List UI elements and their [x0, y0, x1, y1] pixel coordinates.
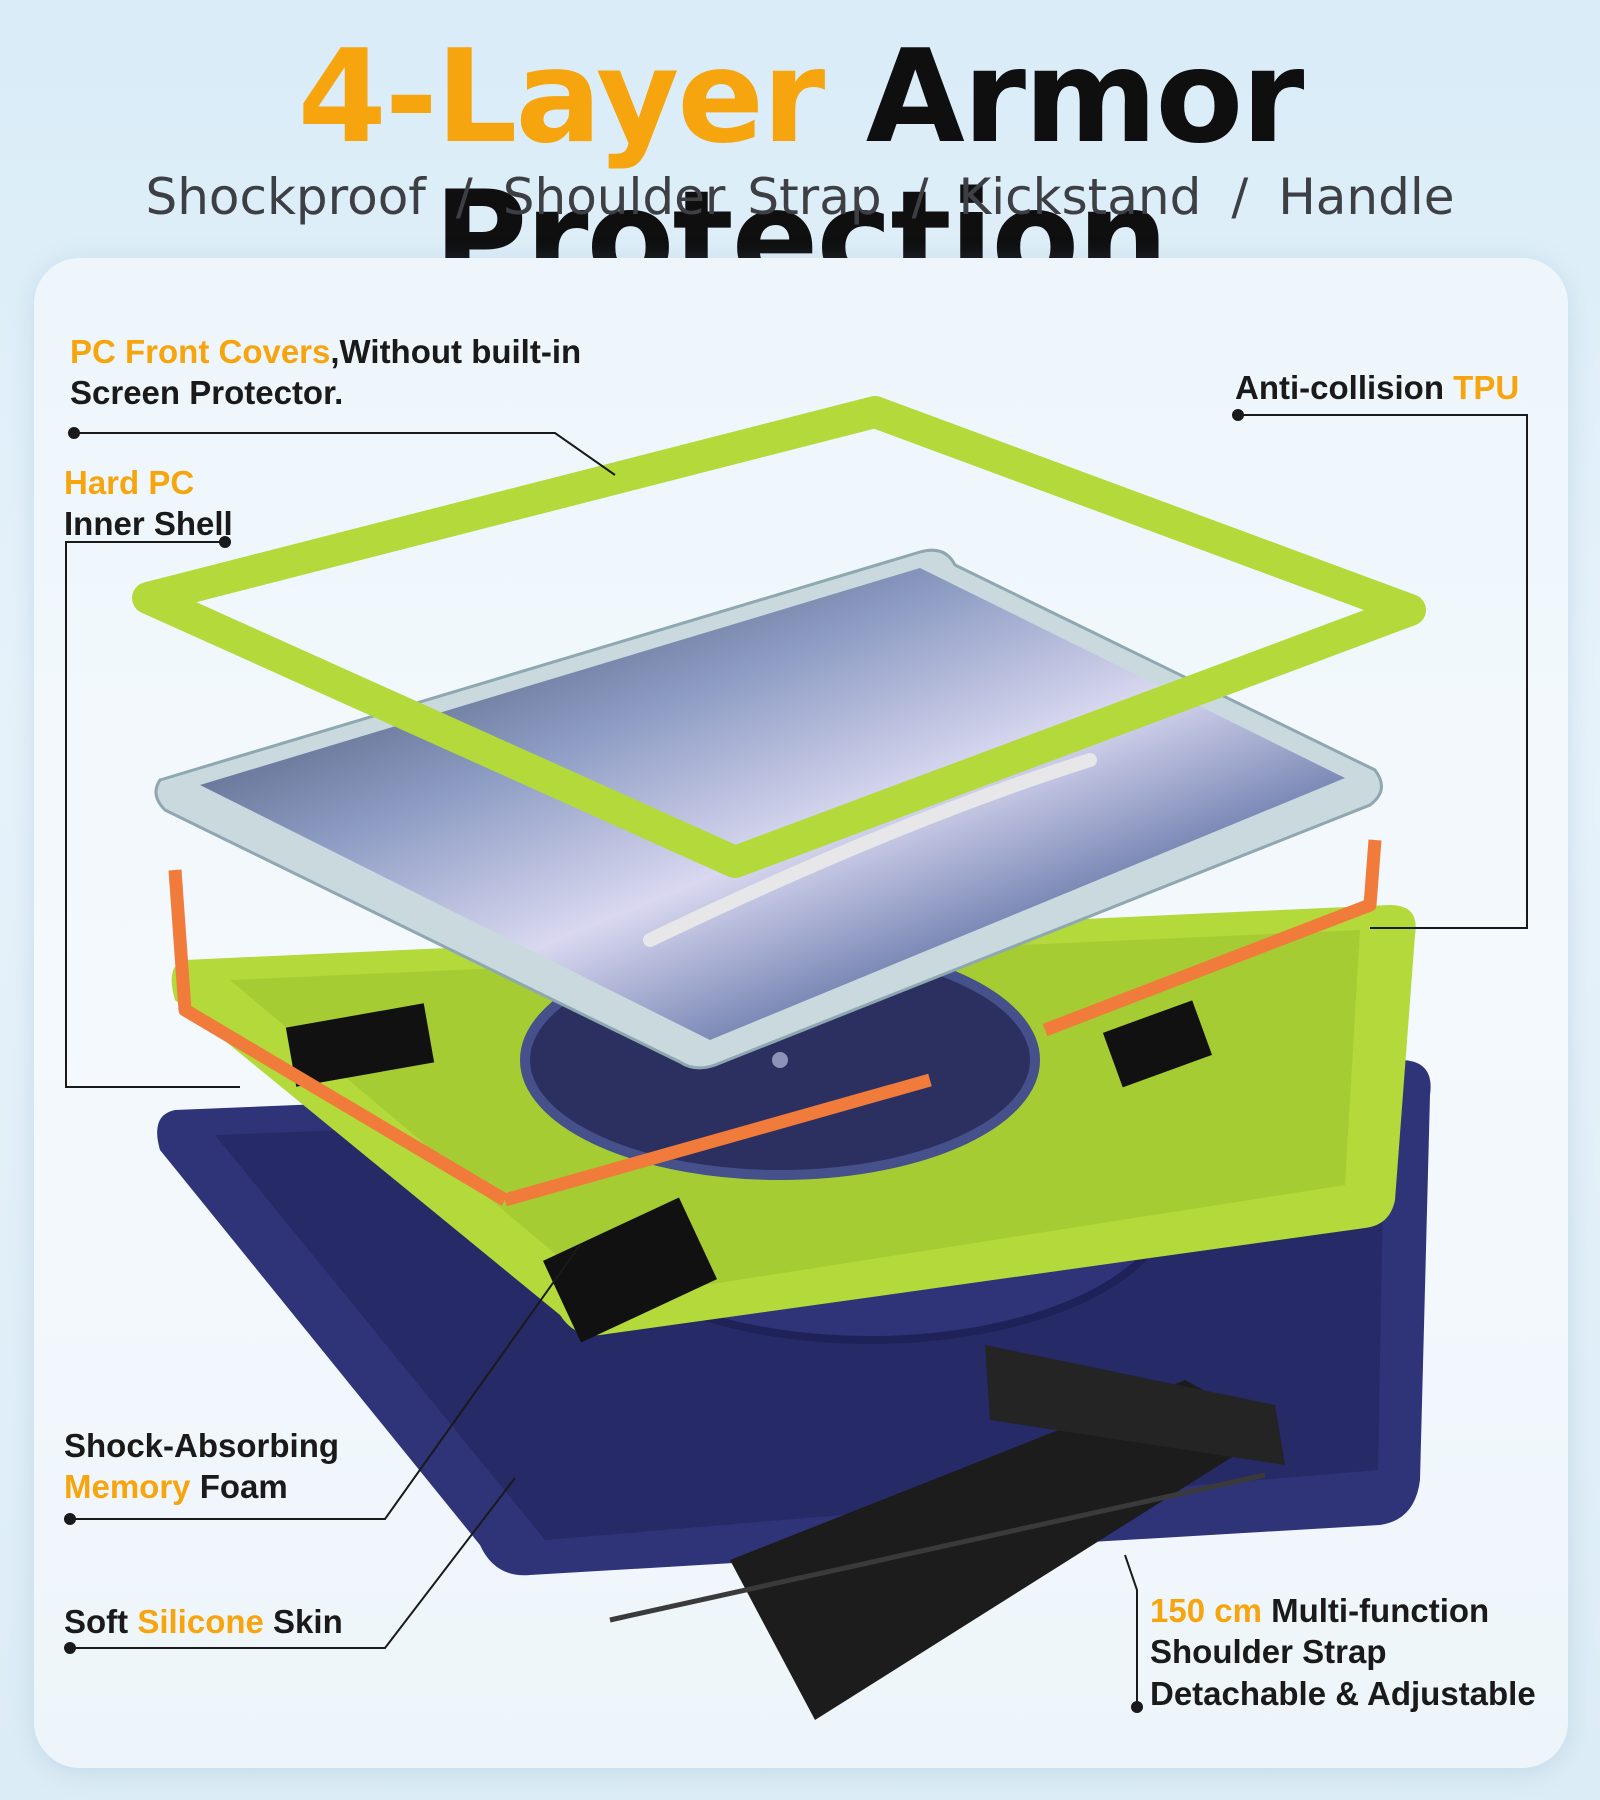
feature-list: Shockproof / Shoulder Strap / Kickstand / Hand… [0, 168, 1600, 226]
feature-shoulder-strap: Shoulder Strap [502, 168, 882, 226]
callout-silicone-post: Skin [263, 1603, 343, 1640]
callout-inner-shell: Hard PC Inner Shell [64, 462, 233, 545]
callout-front-cover-text: ,Without built-in [330, 333, 582, 370]
callout-silicone-highlight: Silicone [137, 1603, 264, 1640]
callout-tpu-highlight: TPU [1453, 369, 1520, 406]
feature-kickstand: Kickstand [958, 168, 1202, 226]
callout-strap-highlight: 150 cm [1150, 1592, 1262, 1629]
callout-silicone-skin: Soft Silicone Skin [64, 1601, 343, 1642]
callout-inner-shell-line2: Inner Shell [64, 505, 233, 543]
callout-strap-line2: Shoulder Strap [1150, 1633, 1387, 1671]
feature-separator: / [911, 168, 929, 226]
callout-front-cover-line2: Screen Protector. [70, 374, 344, 412]
tablet-device [154, 548, 1383, 1070]
callout-strap-line3: Detachable & Adjustable [1150, 1674, 1536, 1712]
callout-front-cover-highlight: PC Front Covers [70, 333, 331, 370]
callout-memory-foam-text: Foam [190, 1468, 288, 1506]
callout-tpu-text: Anti-collision [1235, 369, 1454, 406]
feature-shockproof: Shockproof [145, 168, 426, 226]
feature-handle: Handle [1278, 168, 1455, 226]
callout-tpu: Anti-collision TPU [1235, 367, 1519, 408]
callout-inner-shell-highlight: Hard PC [64, 464, 195, 501]
feature-separator: / [1231, 168, 1249, 226]
callout-memory-foam-line1: Shock-Absorbing [64, 1427, 340, 1464]
callout-shoulder-strap: 150 cm Multi-function Shoulder Strap Det… [1150, 1590, 1536, 1714]
callout-strap-text: Multi-function [1261, 1592, 1490, 1629]
callout-front-cover: PC Front Covers,Without built-in Screen … [70, 331, 581, 414]
feature-separator: / [455, 168, 473, 226]
shoulder-strap [609, 1345, 1285, 1720]
callout-memory-foam-highlight: Memory [64, 1468, 191, 1506]
callout-leaders [64, 409, 1528, 1713]
callout-memory-foam: Shock-Absorbing Memory Foam [64, 1425, 339, 1508]
callout-silicone-pre: Soft [64, 1603, 138, 1640]
headline-accent: 4-Layer [297, 23, 826, 172]
pc-front-cover-layer [132, 396, 1426, 878]
tpu-bumper-layer [168, 839, 1382, 1207]
